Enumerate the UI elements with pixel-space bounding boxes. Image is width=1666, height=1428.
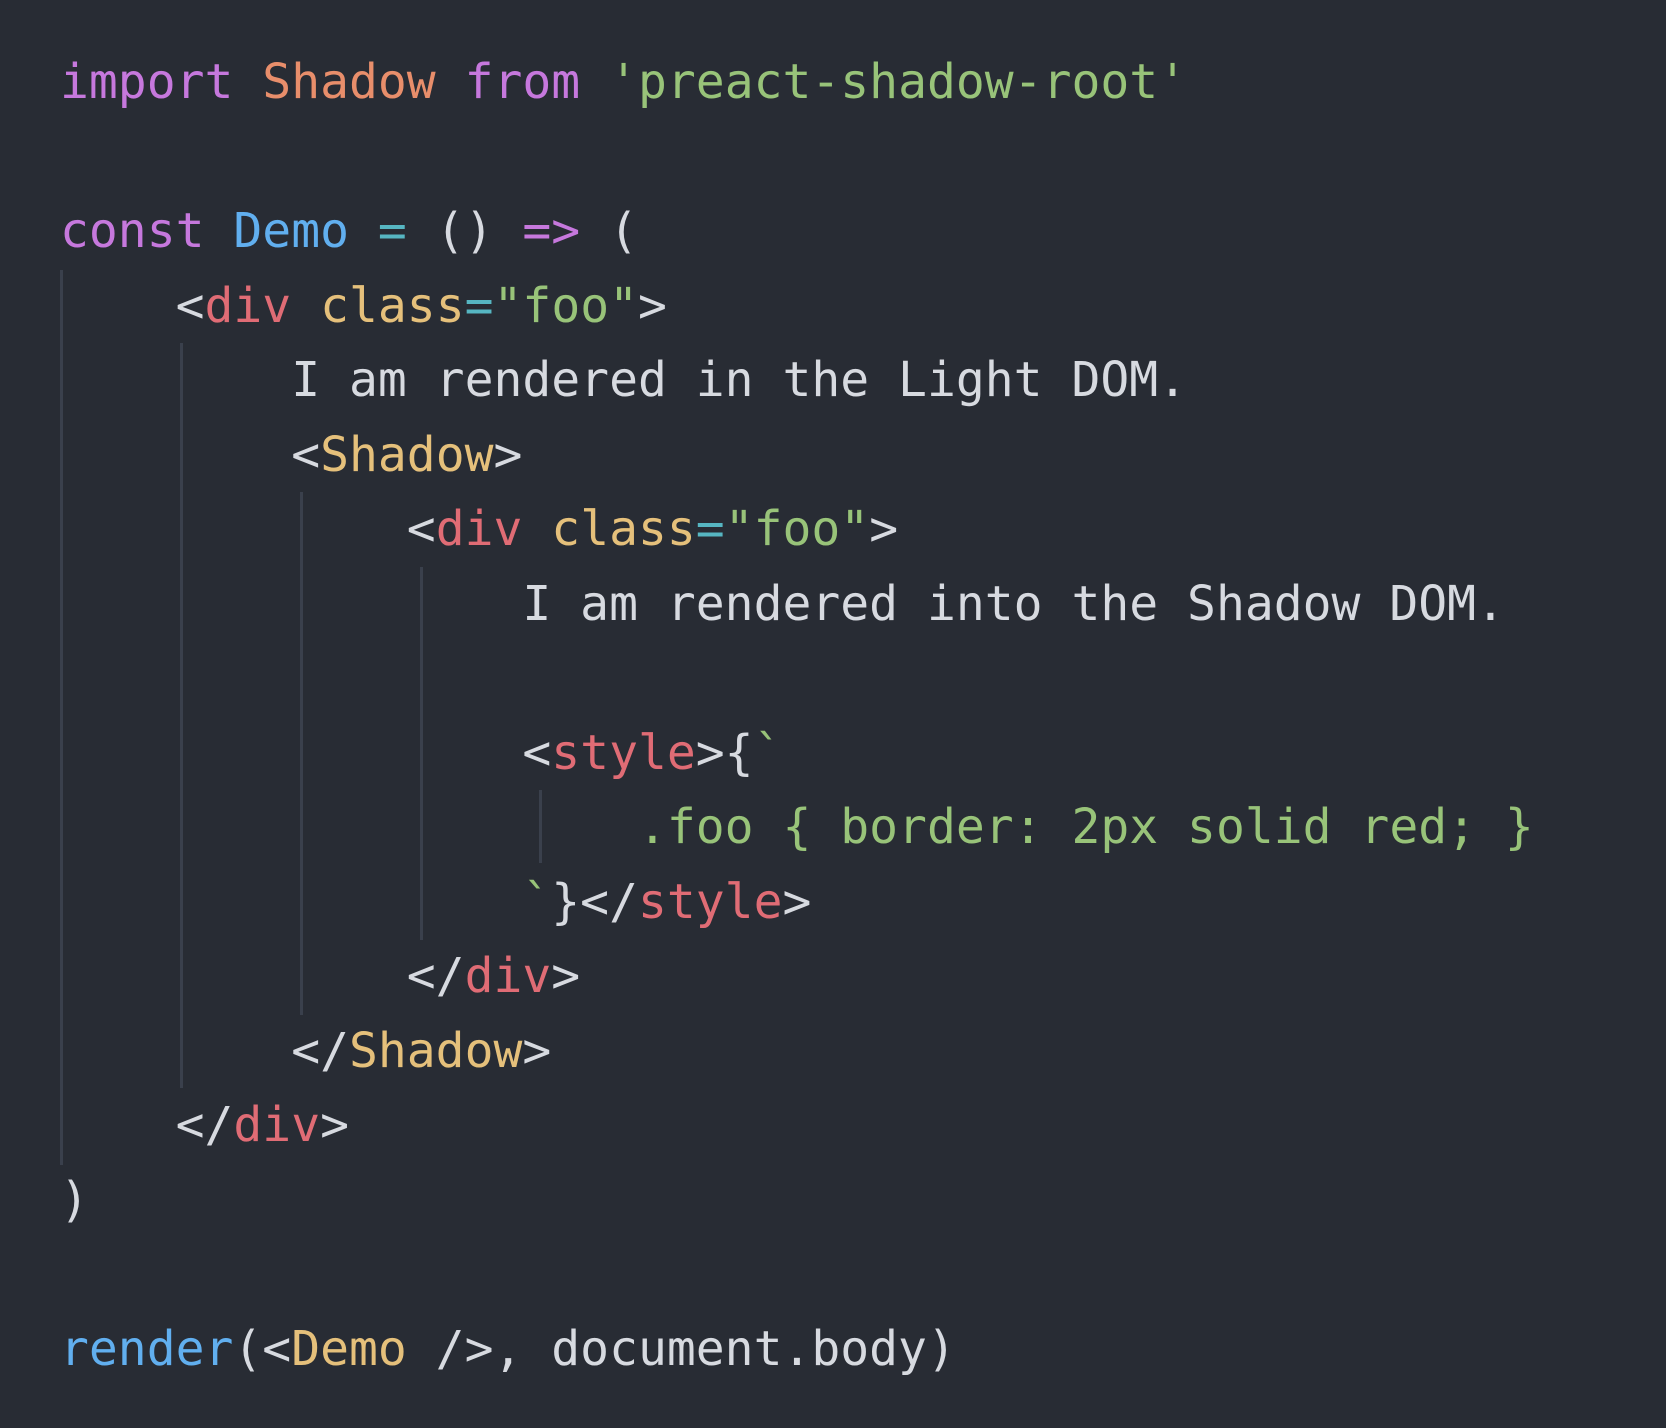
code-token: Shadow xyxy=(320,426,494,483)
code-token: = xyxy=(464,277,494,334)
code-token: I am rendered into the Shadow DOM. xyxy=(60,575,1505,632)
code-token xyxy=(349,203,378,259)
code-token: style xyxy=(551,724,696,781)
code-token: < xyxy=(60,426,321,483)
code-token: > xyxy=(551,948,581,1004)
code-line: render(<Demo />, document.body) xyxy=(60,1312,956,1386)
code-line: .foo { border: 2px solid red; } xyxy=(60,790,1534,864)
code-token: = xyxy=(377,203,407,259)
code-token xyxy=(205,203,234,259)
indent-guide-line xyxy=(420,567,423,940)
code-line: <div class="foo"> xyxy=(60,269,667,343)
indent-guide-line xyxy=(180,343,183,1088)
code-token: class xyxy=(320,277,465,334)
code-token: < xyxy=(60,724,552,781)
code-token: class xyxy=(551,501,696,557)
code-token: => xyxy=(522,203,581,259)
indent-guide-line xyxy=(60,270,63,1165)
code-token: .foo { border: 2px solid red; } xyxy=(60,799,1534,855)
code-token: from xyxy=(464,54,581,110)
indent-guide-line xyxy=(539,790,542,863)
code-token: "foo" xyxy=(724,501,870,557)
code-token: ` xyxy=(522,873,552,930)
code-token: div xyxy=(464,948,552,1004)
code-token: div xyxy=(435,501,523,557)
code-token: ) xyxy=(60,1171,89,1228)
code-token: Demo xyxy=(291,1320,407,1377)
code-line: const Demo = () => ( xyxy=(60,194,638,268)
code-line: import Shadow from 'preact-shadow-root' xyxy=(60,45,1187,119)
indent-guide-line xyxy=(300,492,303,1015)
code-token: 'preact-shadow-root' xyxy=(609,54,1188,110)
code-line: ) xyxy=(60,1163,89,1237)
code-token xyxy=(522,501,551,557)
code-token: Shadow xyxy=(262,54,436,110)
code-token: < xyxy=(60,277,205,334)
code-line: I am rendered in the Light DOM. xyxy=(60,343,1187,417)
code-token: > xyxy=(493,426,523,483)
code-token: > xyxy=(522,1022,552,1079)
code-token: import xyxy=(60,54,234,110)
code-token: >{ xyxy=(695,724,754,781)
code-token: />, document.body) xyxy=(406,1320,956,1377)
code-token xyxy=(60,874,522,930)
code-token: const xyxy=(60,203,205,259)
code-token xyxy=(436,54,465,110)
code-token: Demo xyxy=(233,203,349,259)
code-token: ` xyxy=(753,724,783,781)
code-line: </div> xyxy=(60,1088,349,1162)
code-token: (< xyxy=(233,1320,292,1377)
code-token: div xyxy=(233,1097,321,1153)
code-token: > xyxy=(638,277,667,334)
code-token: > xyxy=(320,1097,349,1153)
code-line: <div class="foo"> xyxy=(60,492,898,566)
code-token: div xyxy=(204,277,292,334)
code-line: <style>{` xyxy=(60,716,782,790)
code-token: < xyxy=(60,501,436,557)
code-token: > xyxy=(782,873,812,930)
code-token: > xyxy=(869,501,899,557)
code-line: </div> xyxy=(60,939,580,1013)
code-token: </ xyxy=(60,1022,349,1079)
code-token: = xyxy=(695,501,725,557)
code-token: }</ xyxy=(551,873,638,930)
code-line: I am rendered into the Shadow DOM. xyxy=(60,567,1505,641)
code-token: render xyxy=(60,1320,234,1377)
code-token: () xyxy=(406,203,523,259)
code-line: </Shadow> xyxy=(60,1014,551,1088)
code-token xyxy=(233,54,262,110)
code-token: I am rendered in the Light DOM. xyxy=(60,352,1188,408)
code-token: style xyxy=(637,873,783,930)
code-token: "foo" xyxy=(493,277,639,334)
code-token xyxy=(580,54,609,110)
code-token: ( xyxy=(580,203,638,259)
code-token: Shadow xyxy=(348,1022,523,1079)
code-line: `}</style> xyxy=(60,865,811,939)
code-token xyxy=(291,278,320,334)
code-token: </ xyxy=(60,948,465,1004)
code-line: <Shadow> xyxy=(60,418,522,492)
code-token: </ xyxy=(60,1097,234,1153)
